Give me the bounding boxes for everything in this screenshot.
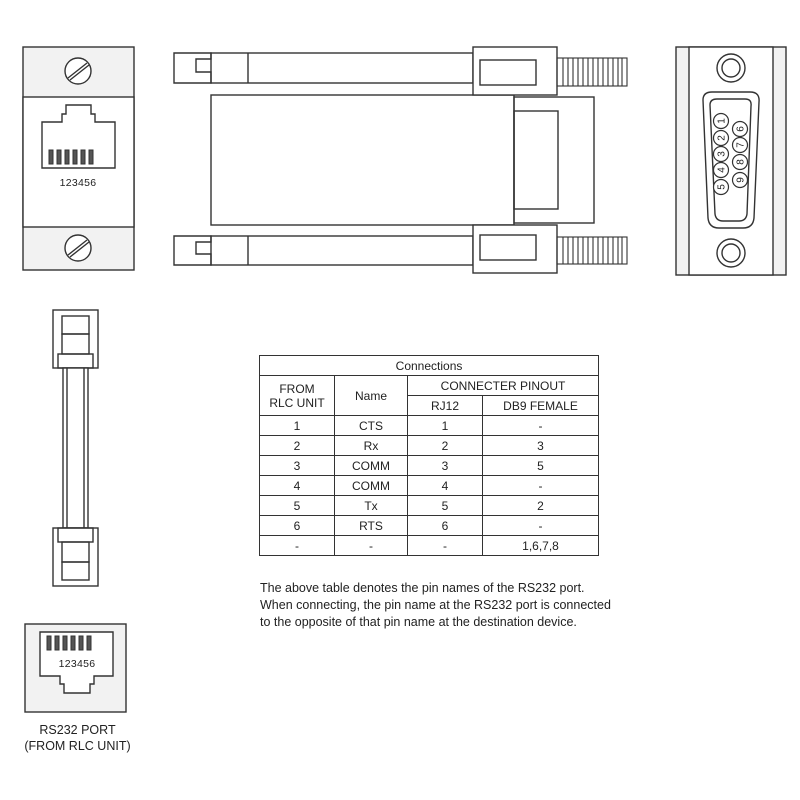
mounting-hole-icon bbox=[716, 53, 746, 83]
cell-db9: - bbox=[481, 415, 600, 436]
header-db9-female: DB9 FEMALE bbox=[481, 395, 600, 416]
jack-pin-labels: 123456 bbox=[60, 177, 97, 189]
table-row: ---1,6,7,8 bbox=[259, 535, 600, 556]
db9-pin: 7 bbox=[731, 136, 749, 154]
db9-pin-number: 5 bbox=[717, 184, 728, 190]
db9-pin-number: 1 bbox=[717, 118, 728, 124]
cell-rj12: 5 bbox=[407, 495, 483, 516]
threaded-screw-bottom bbox=[556, 236, 628, 265]
db9-pin: 5 bbox=[712, 178, 730, 196]
cell-db9: 2 bbox=[481, 495, 600, 516]
jack-contacts bbox=[48, 149, 94, 165]
db9-pin: 3 bbox=[712, 145, 730, 163]
table-subheader-row: RJ12 DB9 FEMALE bbox=[260, 395, 600, 416]
db9-female-front-view bbox=[675, 46, 787, 276]
rj12-jack-front-view bbox=[22, 46, 135, 271]
screw-icon bbox=[64, 57, 92, 85]
cell-rj12: 1 bbox=[407, 415, 483, 436]
db9-pin: 4 bbox=[712, 161, 730, 179]
cell-db9: - bbox=[481, 515, 600, 536]
header-from-rlc-unit: FROM RLC UNIT bbox=[259, 375, 335, 416]
caption-line2: (FROM RLC UNIT) bbox=[24, 739, 131, 753]
note-line: to the opposite of that pin name at the … bbox=[260, 615, 577, 629]
cell-from: 4 bbox=[259, 475, 335, 496]
header-rj12: RJ12 bbox=[407, 395, 483, 416]
cell-name: - bbox=[334, 535, 408, 556]
cell-name: Rx bbox=[334, 435, 408, 456]
cell-name: COMM bbox=[334, 475, 408, 496]
cell-from: 5 bbox=[259, 495, 335, 516]
db9-pin-number: 3 bbox=[717, 151, 728, 157]
cell-name: Tx bbox=[334, 495, 408, 516]
cell-rj12: 4 bbox=[407, 475, 483, 496]
note-line: When connecting, the pin name at the RS2… bbox=[260, 598, 611, 612]
cell-from: 2 bbox=[259, 435, 335, 456]
db9-adapter-side-view bbox=[173, 46, 595, 274]
threaded-screw-top bbox=[556, 57, 628, 87]
cell-name: RTS bbox=[334, 515, 408, 536]
pin-note: The above table denotes the pin names of… bbox=[260, 580, 680, 631]
cell-db9: 3 bbox=[481, 435, 600, 456]
cell-from: - bbox=[259, 535, 335, 556]
cell-rj12: 3 bbox=[407, 455, 483, 476]
header-from-line1: FROM bbox=[279, 381, 315, 396]
cell-name: COMM bbox=[334, 455, 408, 476]
cell-name: CTS bbox=[334, 415, 408, 436]
db9-pin-number: 7 bbox=[736, 142, 747, 148]
cell-from: 3 bbox=[259, 455, 335, 476]
rs232-port-front-view bbox=[24, 623, 127, 713]
rs232-port-caption: RS232 PORT (FROM RLC UNIT) bbox=[10, 722, 145, 754]
note-line: The above table denotes the pin names of… bbox=[260, 581, 585, 595]
db9-pin: 6 bbox=[731, 120, 749, 138]
cell-from: 6 bbox=[259, 515, 335, 536]
db9-pin: 2 bbox=[712, 129, 730, 147]
db9-pin-number: 8 bbox=[736, 159, 747, 165]
cell-from: 1 bbox=[259, 415, 335, 436]
db9-pin-array: 5 4 3 2 1 9 8 7 6 bbox=[712, 112, 749, 196]
cell-db9: - bbox=[481, 475, 600, 496]
connections-table: Connections FROM RLC UNIT Name CONNECTER… bbox=[258, 355, 600, 556]
table-title: Connections bbox=[258, 355, 600, 376]
db9-pin: 9 bbox=[731, 171, 749, 189]
cell-rj12: - bbox=[407, 535, 483, 556]
caption-line1: RS232 PORT bbox=[39, 723, 116, 737]
screw-icon bbox=[64, 234, 92, 262]
cell-db9: 5 bbox=[481, 455, 600, 476]
db9-pin-number: 9 bbox=[736, 177, 747, 183]
cell-rj12: 6 bbox=[407, 515, 483, 536]
header-connecter-pinout: CONNECTER PINOUT bbox=[406, 375, 600, 396]
db9-pin-number: 4 bbox=[717, 167, 728, 173]
port-pin-labels: 123456 bbox=[59, 658, 96, 670]
rj12-cable bbox=[52, 309, 99, 587]
db9-pin: 1 bbox=[712, 112, 730, 130]
jack-contacts bbox=[46, 635, 92, 651]
db9-pin: 8 bbox=[731, 153, 749, 171]
header-from-line2: RLC UNIT bbox=[269, 395, 325, 410]
header-name: Name bbox=[334, 375, 408, 416]
table-title-row: Connections bbox=[258, 355, 600, 376]
db9-pin-number: 2 bbox=[717, 135, 728, 141]
mounting-hole-icon bbox=[716, 238, 746, 268]
cell-db9: 1,6,7,8 bbox=[481, 535, 600, 556]
cell-rj12: 2 bbox=[407, 435, 483, 456]
db9-pin-number: 6 bbox=[736, 126, 747, 132]
table-header-row: FROM RLC UNIT Name CONNECTER PINOUT bbox=[259, 375, 600, 416]
